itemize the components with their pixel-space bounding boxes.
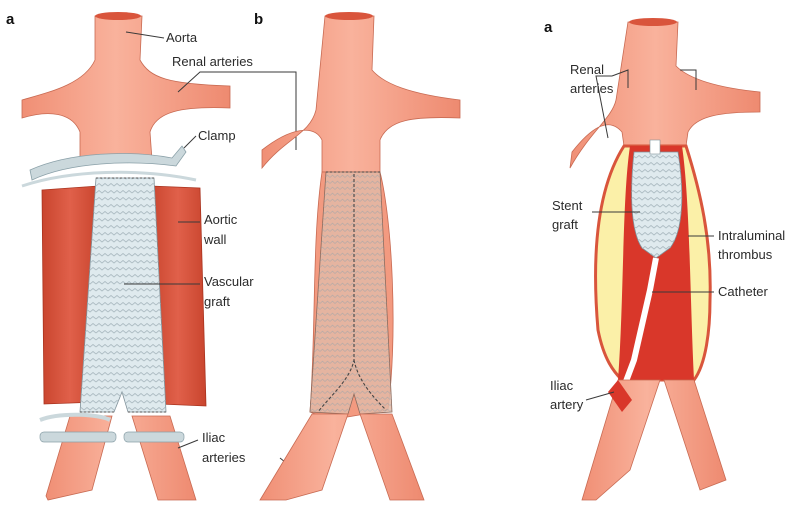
label-renal-arteries: Renal arteries: [172, 54, 253, 69]
label-clamp: Clamp: [198, 128, 236, 143]
label-stent-graft-2: graft: [552, 217, 578, 232]
label-vascular-graft-1: Vascular: [204, 274, 254, 289]
label-aortic-wall-2: wall: [203, 232, 227, 247]
panel-open-repair: a Aorta Renal arteries Clamp Aortic wall…: [6, 11, 296, 500]
iliac-clamp-bar-left: [40, 432, 116, 442]
label-stent-graft-1: Stent: [552, 198, 583, 213]
label-renal-arteries-1: Renal: [570, 62, 604, 77]
label-iliac-arteries-1: Iliac: [202, 430, 226, 445]
label-aortic-wall-1: Aortic: [204, 212, 238, 227]
aorta-lumen: [629, 18, 677, 26]
label-iliac-artery-1: Iliac: [550, 378, 574, 393]
panel-letter: a: [6, 11, 15, 28]
label-vascular-graft-2: graft: [204, 294, 230, 309]
aorta: [262, 16, 460, 172]
iliac-arteries: [46, 416, 196, 500]
panel-sutured-graft: b: [254, 11, 460, 500]
label-aorta: Aorta: [166, 30, 198, 45]
label-intraluminal-thrombus-1: Intraluminal: [718, 228, 785, 243]
aorta-lumen: [325, 12, 373, 20]
label-iliac-arteries-2: arteries: [202, 450, 246, 465]
label-iliac-artery-2: artery: [550, 397, 584, 412]
stent-top: [650, 140, 660, 154]
aorta-lumen: [95, 12, 141, 20]
panel-letter: a: [544, 19, 553, 36]
iliac-arteries: [260, 414, 424, 500]
iliac-artery: [582, 380, 726, 500]
label-renal-arteries-2: arteries: [570, 81, 614, 96]
panel-endovascular-repair: a Renal arteries Stent graft Intralumina…: [544, 18, 785, 500]
label-intraluminal-thrombus-2: thrombus: [718, 247, 773, 262]
panel-letter: b: [254, 11, 263, 28]
label-catheter: Catheter: [718, 284, 769, 299]
iliac-clamp-bar-right: [124, 432, 184, 442]
